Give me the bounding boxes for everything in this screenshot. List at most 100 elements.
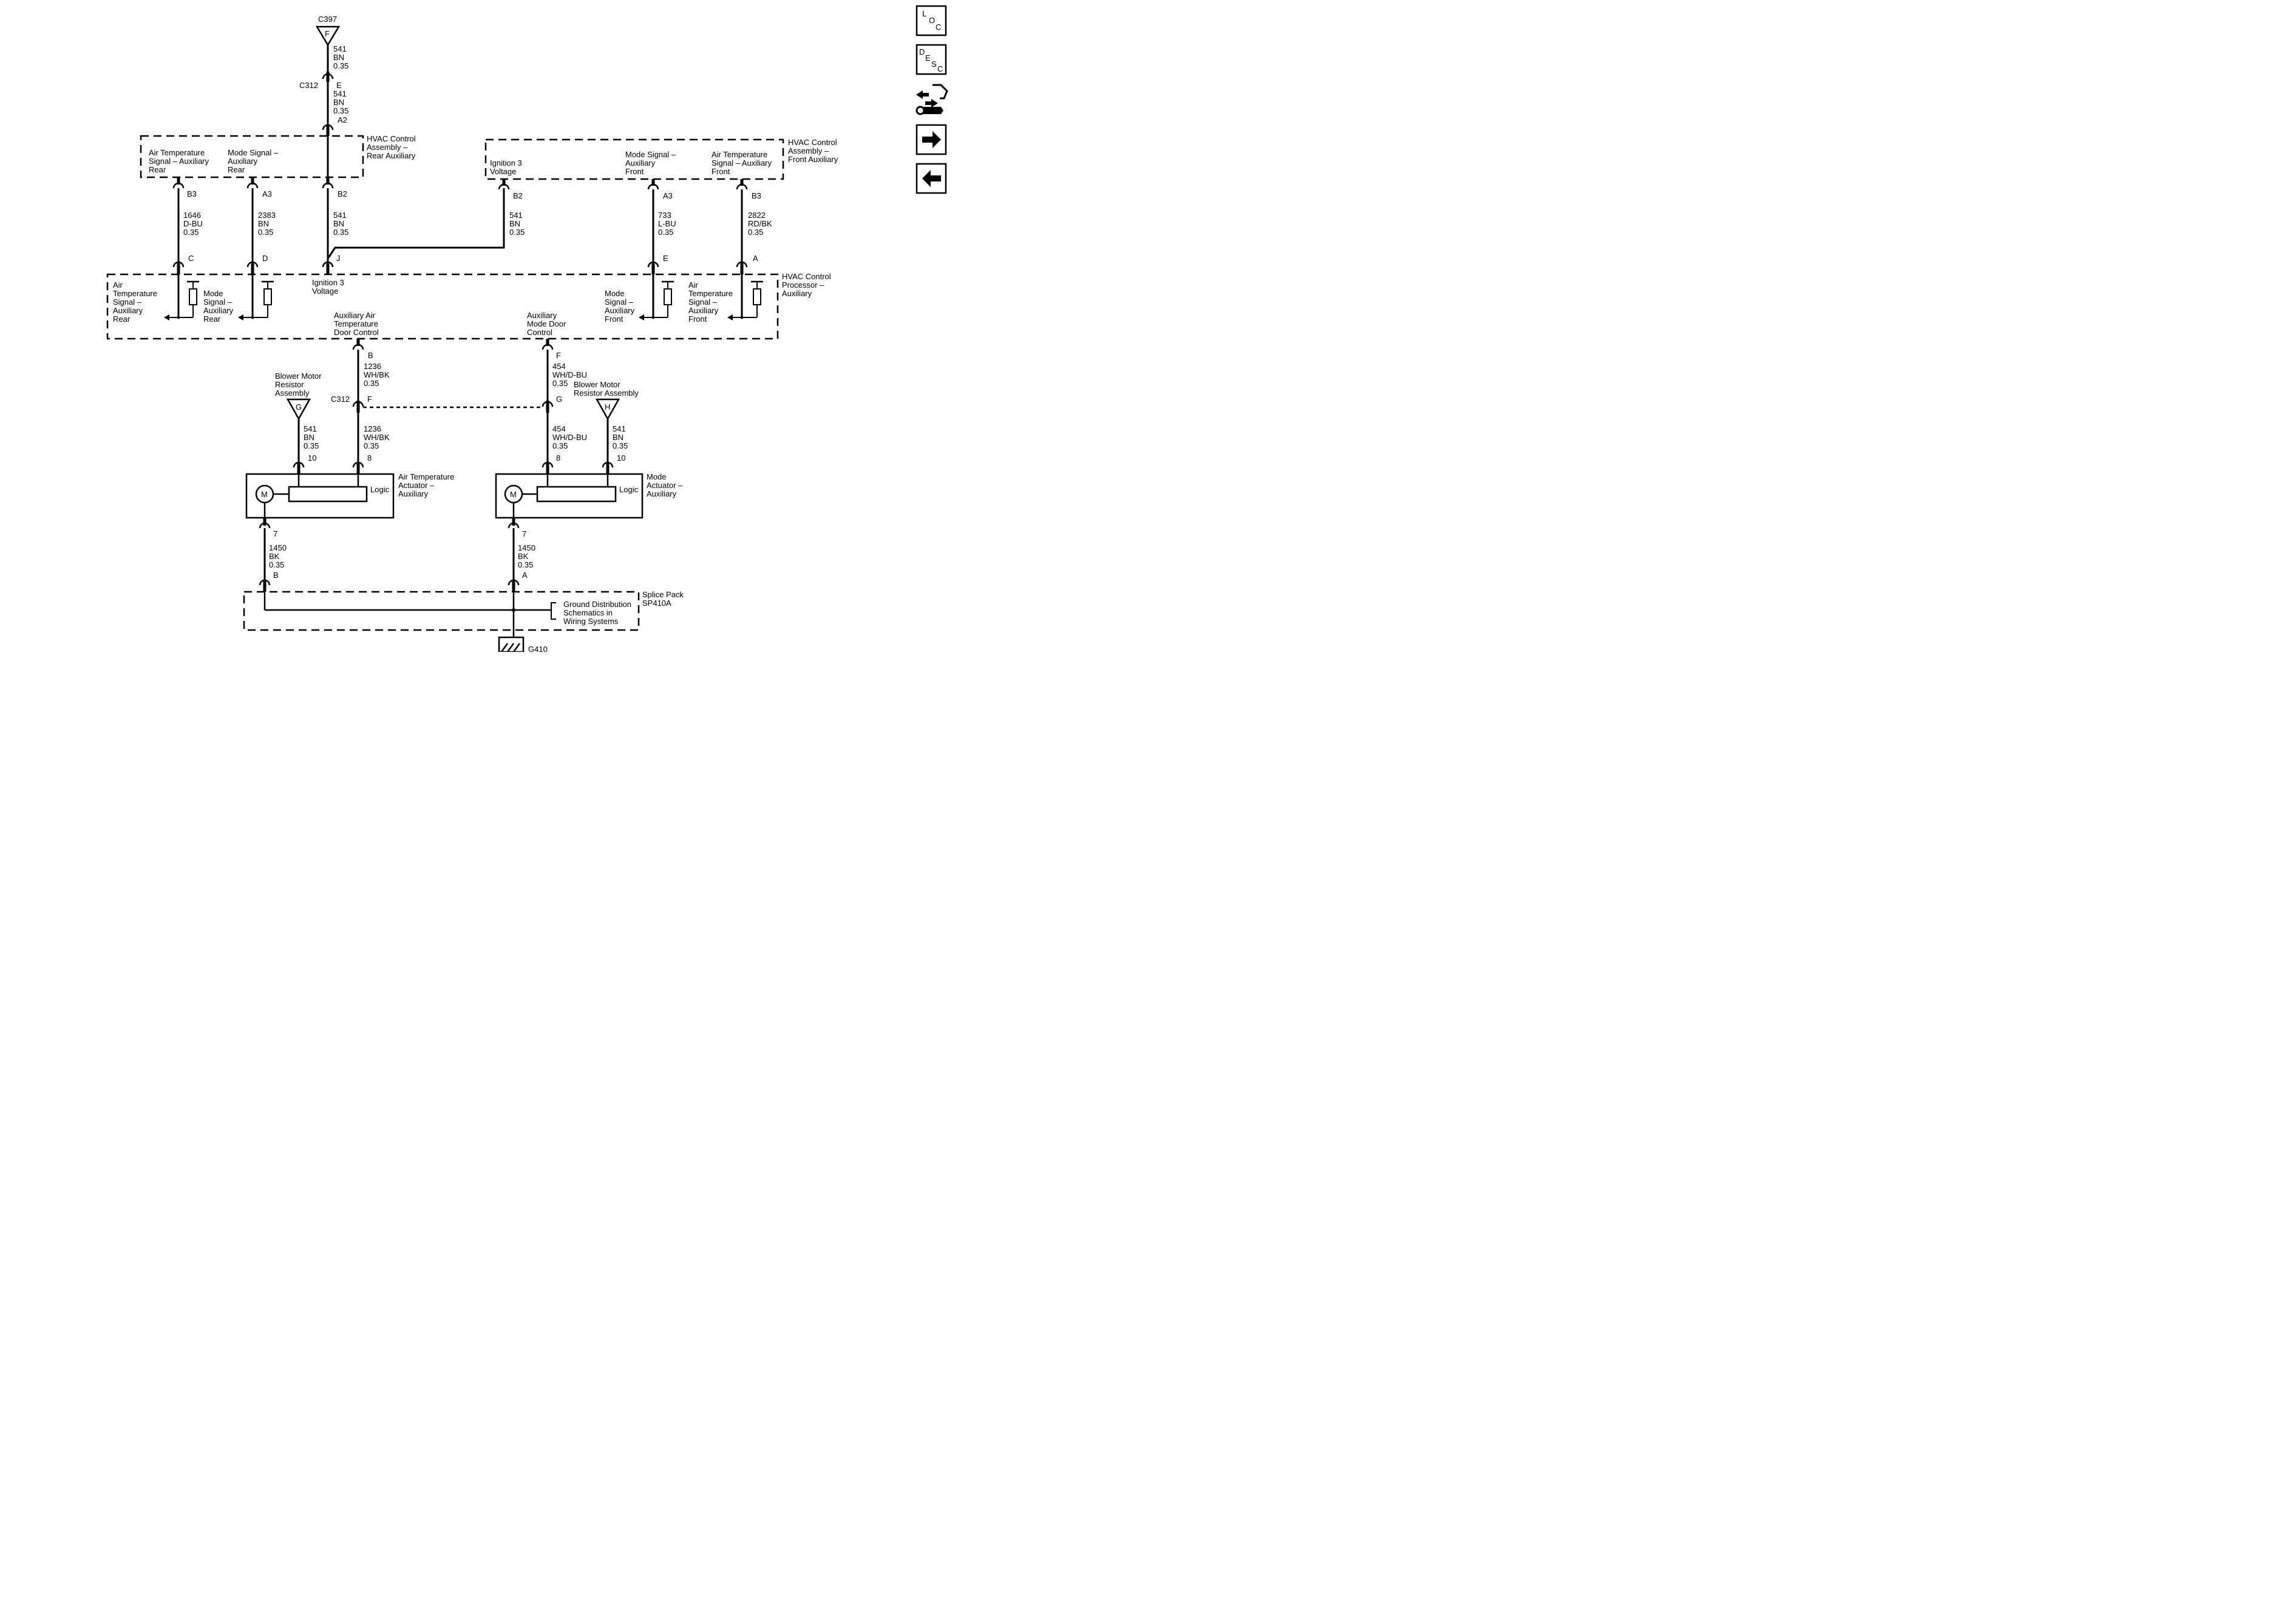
logic-block — [536, 486, 617, 503]
connector-pin-label: A — [753, 254, 758, 263]
connector-pin-label: G — [296, 402, 302, 412]
wire-number: 541 — [304, 424, 317, 433]
wire-gauge: 0.35 — [258, 228, 273, 237]
label-line: Ignition 3 — [490, 158, 522, 168]
wire-color: WH/D-BU — [552, 433, 587, 442]
connector-arc — [647, 261, 659, 268]
hvac-front-ignition-label: Ignition 3 Voltage — [490, 158, 522, 176]
label-line: Voltage — [312, 286, 338, 296]
wire-color: RD/BK — [748, 219, 772, 228]
connector-pin-label: 10 — [308, 453, 316, 463]
processor-mode-rear-label: Mode Signal – Auxiliary Rear — [203, 289, 234, 324]
processor-mode-front-label: Mode Signal – Auxiliary Front — [605, 289, 635, 324]
label-line: Blower Motor — [574, 380, 620, 389]
wire-color: BN — [333, 98, 344, 107]
title-line: Assembly – — [367, 143, 408, 152]
hvac-rear-title: HVAC Control Assembly – Rear Auxiliary — [367, 134, 416, 160]
wire-label-541-rear: 541 BN 0.35 — [333, 211, 348, 237]
processor-pin-f: F — [542, 339, 561, 360]
splice-pack-box — [243, 591, 640, 631]
loc-button[interactable]: L O C — [915, 5, 947, 36]
wire-gauge: 0.35 — [333, 228, 348, 237]
connector-c312-top: C312 E — [299, 72, 342, 90]
label-line: Rear — [113, 314, 131, 324]
connector-arc — [322, 182, 334, 189]
connector-triangle-shape — [315, 25, 341, 47]
title-line: Processor – — [782, 280, 824, 290]
label-line: Signal – Auxiliary — [149, 157, 209, 166]
connector-pin-label: A3 — [262, 189, 272, 198]
connector-pin-label: A — [522, 571, 528, 580]
label-line: Mode Door — [527, 319, 566, 328]
hvac-rear-pin-a3: A3 — [246, 177, 272, 198]
connector-pin-label: F — [367, 395, 372, 404]
connector-pin-label: 8 — [367, 453, 372, 463]
wire-gauge: 0.35 — [509, 228, 525, 237]
label-line: Schematics in — [563, 608, 613, 617]
hvac-rear-pin-b2: B2 — [322, 177, 347, 198]
label-line: Front — [625, 167, 644, 176]
label-line: Ground Distribution — [563, 600, 631, 609]
wire-number: 454 — [552, 362, 566, 371]
processor-air-temp-rear-label: Air Temperature Signal – Auxiliary Rear — [113, 280, 157, 324]
label-line: Auxiliary Air — [334, 311, 376, 320]
wire-label-454-lower: 454 WH/D-BU 0.35 — [552, 424, 587, 450]
connector-arc — [259, 522, 271, 529]
wire-label-541-blower-left: 541 BN 0.35 — [304, 424, 319, 450]
connector-tool-button[interactable] — [915, 84, 948, 115]
loc-button-frame — [915, 5, 947, 36]
connector-pin-label: B3 — [752, 191, 761, 200]
label-line: Auxiliary — [228, 157, 258, 166]
label-line: Blower Motor — [275, 371, 322, 381]
logic-block — [288, 486, 368, 503]
wire-label-541-mid: 541 BN 0.35 — [333, 89, 348, 115]
signal-arrow-icon — [238, 314, 243, 320]
desc-button[interactable]: D E S C — [915, 44, 947, 75]
wire-color: BK — [269, 552, 280, 561]
wire-gauge: 0.35 — [304, 441, 319, 450]
label-line: Air — [113, 280, 123, 290]
processor-pin-j: J — [322, 254, 341, 274]
next-page-button[interactable] — [915, 124, 947, 155]
label-line: Air — [688, 280, 699, 290]
label-line: Auxiliary — [605, 306, 635, 315]
wire-label-1450-left: 1450 BK 0.35 — [269, 543, 287, 569]
wire-gauge: 0.35 — [333, 106, 348, 115]
wire-color: L-BU — [658, 219, 676, 228]
desc-letter: S — [931, 59, 937, 69]
connector-pin-label: A3 — [663, 191, 673, 200]
label-line: Front — [688, 314, 707, 324]
label-line: Signal – — [688, 297, 718, 307]
circuit-mode-front — [639, 274, 674, 320]
connector-c312-label: C312 — [331, 395, 350, 404]
title-line: SP410A — [642, 598, 671, 608]
logic-label: Logic — [619, 485, 639, 494]
wiring-schematic: C397 F 541 BN 0.35 C312 E 541 BN 0.35 A2… — [106, 5, 948, 658]
processor-ignition-label: Ignition 3 Voltage — [312, 278, 344, 296]
connector-pin-label: F — [556, 351, 561, 360]
wire-color: WH/BK — [364, 370, 390, 379]
title-line: Front Auxiliary — [788, 155, 838, 164]
label-line: Signal – Auxiliary — [712, 158, 772, 168]
label-line: Signal – — [203, 297, 233, 307]
connector-c397: C397 F — [315, 15, 341, 47]
ground-hatch — [500, 643, 509, 653]
previous-page-button[interactable] — [915, 163, 947, 194]
ground-distribution-reference[interactable]: Ground Distribution Schematics in Wiring… — [551, 600, 631, 626]
wire-number: 2822 — [748, 211, 766, 220]
motor-label: M — [510, 490, 517, 499]
connector-arc — [352, 344, 364, 350]
title-line: HVAC Control — [367, 134, 416, 143]
wire-number: 454 — [552, 424, 566, 433]
wire-label-1236-lower: 1236 WH/BK 0.35 — [364, 424, 390, 450]
label-line: Auxiliary — [625, 158, 656, 168]
connector-arc — [172, 182, 185, 189]
connector-a2: A2 — [322, 115, 347, 136]
connector-pin-label: J — [336, 254, 341, 263]
junction-dot — [512, 608, 515, 612]
title-line: Auxiliary — [398, 489, 429, 498]
resistor-icon — [664, 288, 672, 305]
title-line: HVAC Control — [788, 138, 837, 147]
wire-number: 1236 — [364, 424, 381, 433]
label-line: Wiring Systems — [563, 617, 619, 626]
